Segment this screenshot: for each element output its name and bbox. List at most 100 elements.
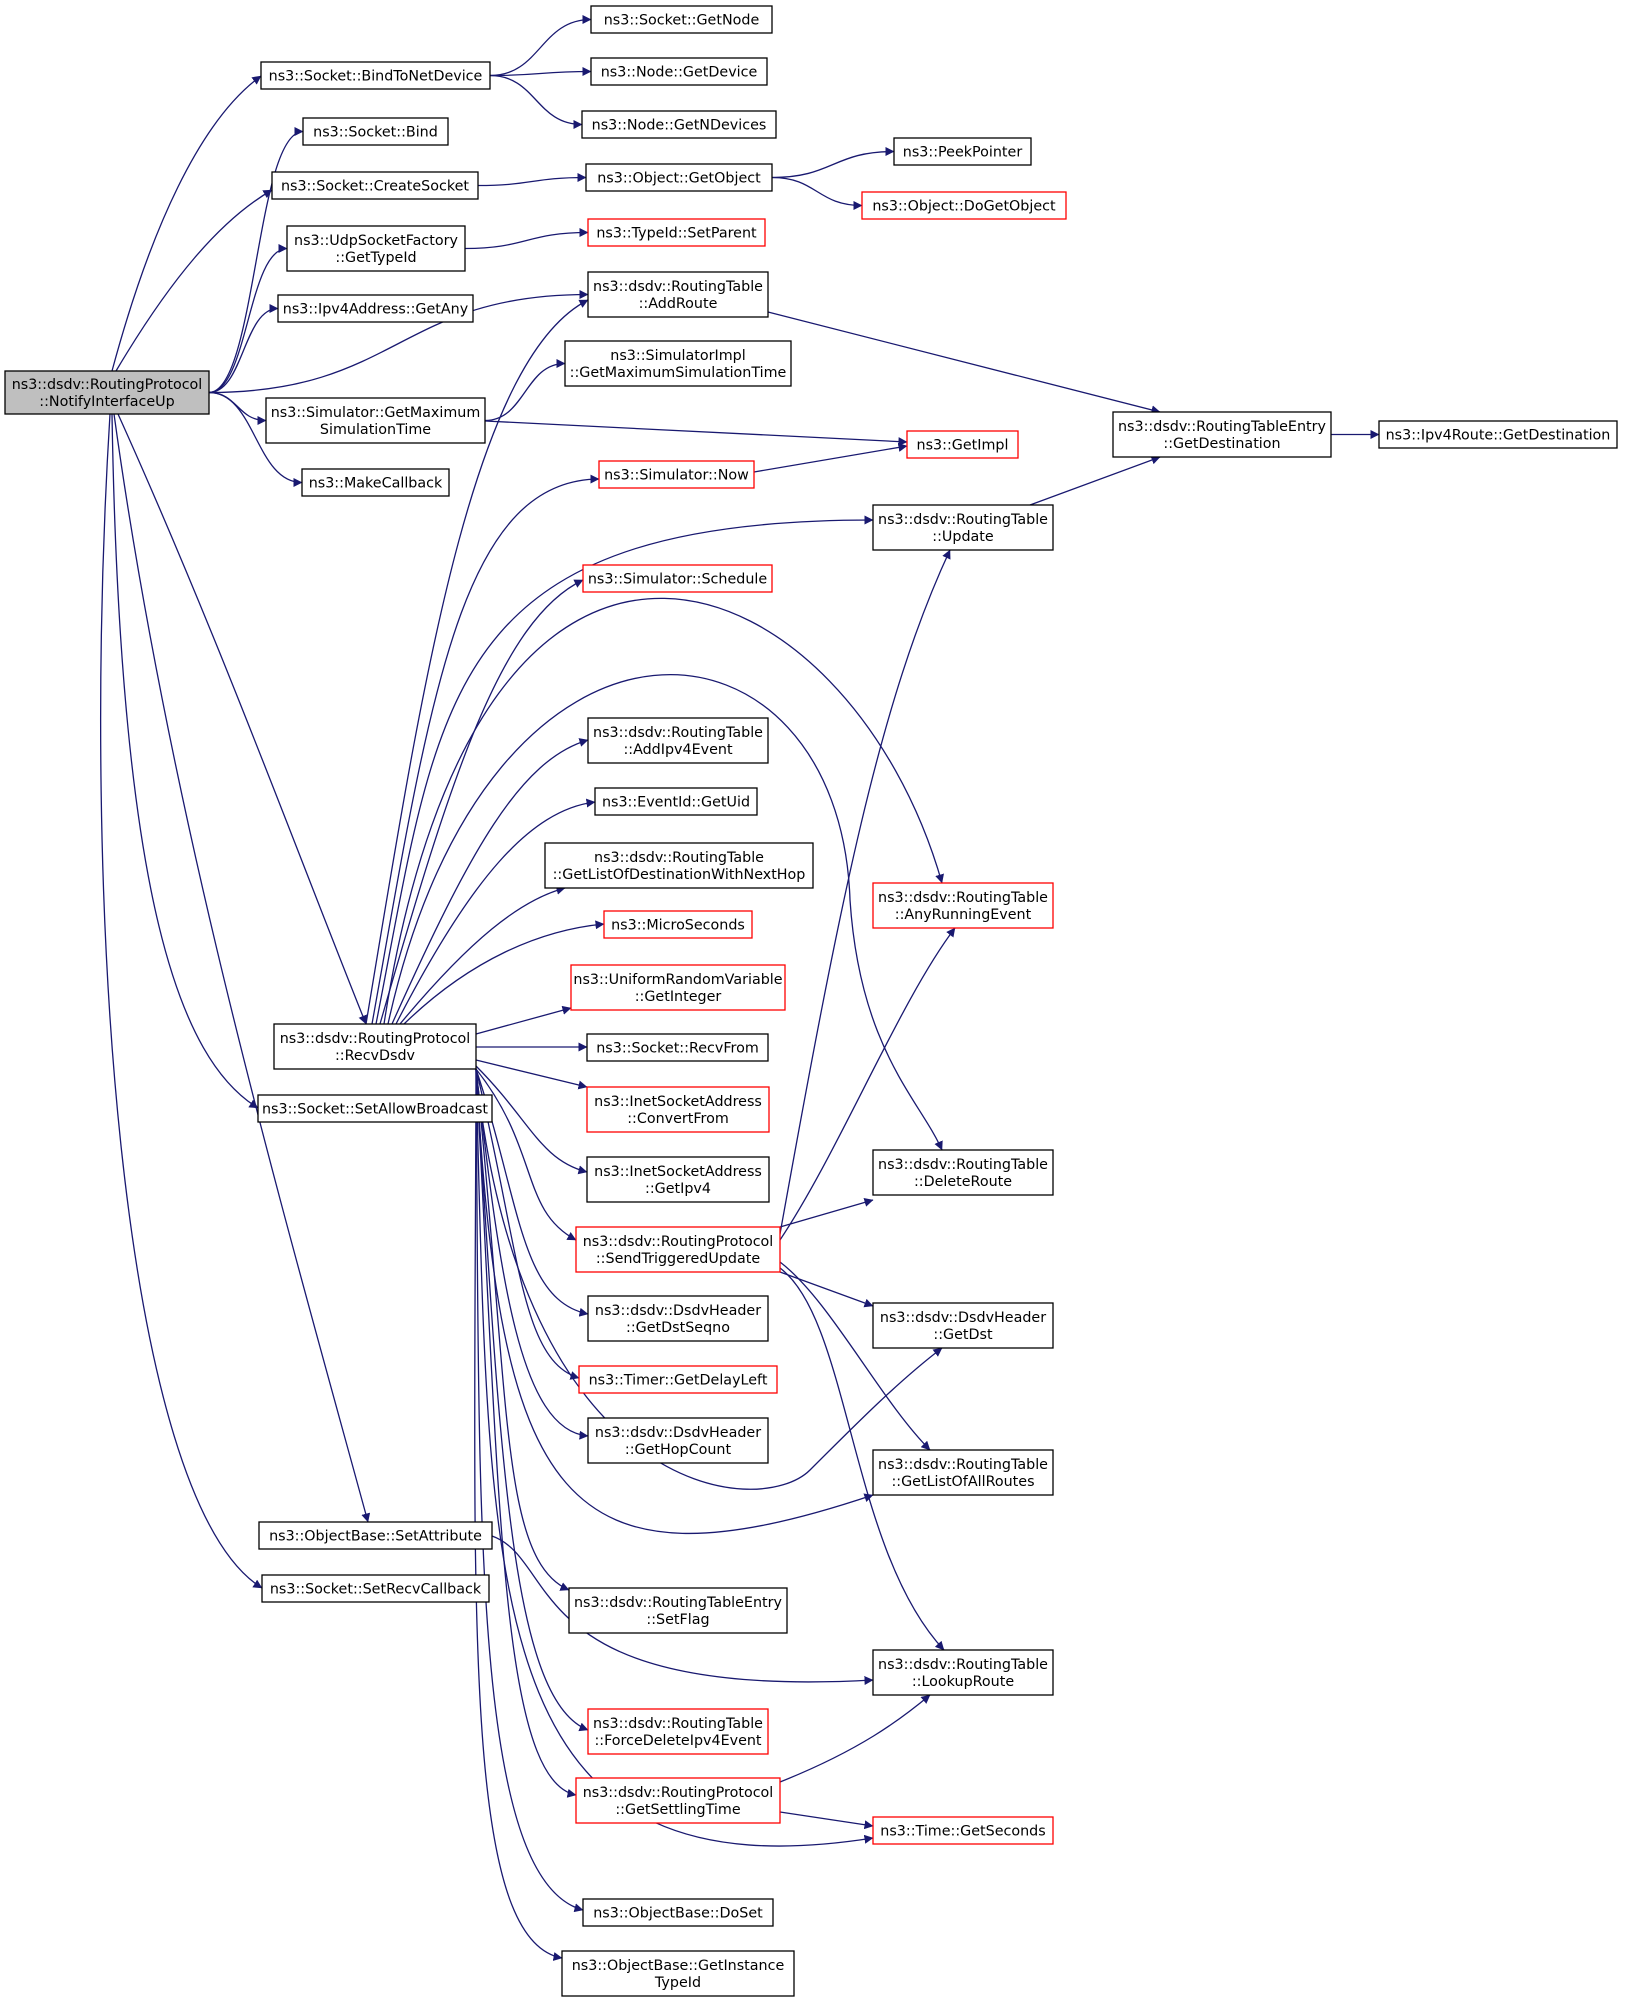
edges-layer [100,15,1380,1961]
node-box [575,1777,781,1824]
edge-recv_dsdv-to-rt_update [375,515,874,1025]
node-label: TypeId [654,1975,701,1991]
node-urv_get_integer[interactable]: ns3::UniformRandomVariable::GetInteger [570,964,786,1011]
node-rt_add_ipv4_event[interactable]: ns3::dsdv::RoutingTable::AddIpv4Event [587,717,769,764]
node-inet_convert_from[interactable]: ns3::InetSocketAddress::ConvertFrom [586,1086,770,1133]
node-make_callback[interactable]: ns3::MakeCallback [301,468,450,497]
node-label: ns3::Socket::SetAllowBroadcast [262,1102,488,1118]
node-dsdvh_get_dst[interactable]: ns3::dsdv::DsdvHeader::GetDst [872,1302,1054,1349]
node-micro_seconds[interactable]: ns3::MicroSeconds [603,910,753,939]
node-socket_get_node[interactable]: ns3::Socket::GetNode [590,5,773,34]
node-box [575,1226,781,1273]
node-label: ::AnyRunningEvent [895,907,1032,923]
node-label: ns3::MicroSeconds [611,918,745,934]
node-time_get_seconds[interactable]: ns3::Time::GetSeconds [872,1816,1054,1845]
node-create_socket[interactable]: ns3::Socket::CreateSocket [271,171,479,200]
node-box [561,1950,795,1997]
node-get_object[interactable]: ns3::Object::GetObject [585,163,773,192]
node-rt_force_delete[interactable]: ns3::dsdv::RoutingTable::ForceDeleteIpv4… [587,1708,769,1755]
node-label: ns3::Socket::RecvFrom [596,1041,759,1057]
node-get_settling_time[interactable]: ns3::dsdv::RoutingProtocol::GetSettlingT… [575,1777,781,1824]
node-label: ::SetFlag [646,1612,709,1628]
node-socket_bind[interactable]: ns3::Socket::Bind [302,117,449,146]
node-box [265,397,486,444]
edge-recv_dsdv-to-timer_get_delay_left [475,1068,580,1380]
node-node_get_device[interactable]: ns3::Node::GetDevice [590,57,768,86]
node-simimpl_max_time[interactable]: ns3::SimulatorImpl::GetMaximumSimulation… [564,340,792,387]
node-get_impl[interactable]: ns3::GetImpl [906,430,1019,459]
node-set_parent[interactable]: ns3::TypeId::SetParent [587,218,766,247]
node-peek_pointer[interactable]: ns3::PeekPointer [893,137,1032,166]
node-label: ::GetTypeId [335,250,416,266]
node-ob_do_set[interactable]: ns3::ObjectBase::DoSet [582,1898,774,1927]
edge-recv_dsdv-to-inet_convert_from [475,1059,588,1090]
node-label: ns3::dsdv::RoutingTableEntry [574,1595,783,1611]
node-rt_lookup_route[interactable]: ns3::dsdv::RoutingTable::LookupRoute [872,1649,1054,1696]
node-label: ns3::Simulator::Now [604,468,749,484]
node-send_triggered_update[interactable]: ns3::dsdv::RoutingProtocol::SendTriggere… [575,1226,781,1273]
node-label: ::AddIpv4Event [623,742,733,758]
node-ipv4_get_any[interactable]: ns3::Ipv4Address::GetAny [277,294,474,323]
node-ob_set_attribute[interactable]: ns3::ObjectBase::SetAttribute [258,1521,493,1550]
node-rt_get_list_next_hop[interactable]: ns3::dsdv::RoutingTable::GetListOfDestin… [544,842,814,889]
node-rt_any_running_event[interactable]: ns3::dsdv::RoutingTable::AnyRunningEvent [872,882,1054,929]
node-dsdvh_get_dst_seqno[interactable]: ns3::dsdv::DsdvHeader::GetDstSeqno [587,1295,769,1342]
edge-root-to-recv_dsdv [117,413,367,1025]
node-udp_get_type_id[interactable]: ns3::UdpSocketFactory::GetTypeId [286,225,466,272]
node-set_recv_callback[interactable]: ns3::Socket::SetRecvCallback [261,1574,490,1603]
node-box [587,1417,769,1464]
node-label: ::GetListOfAllRoutes [891,1474,1034,1490]
node-label: ns3::dsdv::RoutingProtocol [12,377,203,393]
node-rt_update[interactable]: ns3::dsdv::RoutingTable::Update [872,504,1054,551]
node-root[interactable]: ns3::dsdv::RoutingProtocol::NotifyInterf… [4,370,210,415]
node-box [598,460,755,489]
edge-rt_add_route-to-rte_get_destination [767,311,1161,415]
node-box [872,1149,1054,1196]
node-box [261,1574,490,1603]
node-rt_delete_route[interactable]: ns3::dsdv::RoutingTable::DeleteRoute [872,1149,1054,1196]
edge-recv_dsdv-to-rt_get_list_next_hop [399,885,566,1025]
node-box [1112,411,1332,458]
node-do_get_object[interactable]: ns3::Object::DoGetObject [861,191,1067,220]
node-bind_to_net_device[interactable]: ns3::Socket::BindToNetDevice [260,61,491,90]
node-sim_max_time[interactable]: ns3::Simulator::GetMaximumSimulationTime [265,397,486,444]
edge-recv_dsdv-to-sim_schedule [379,579,584,1025]
node-dsdvh_get_hop_count[interactable]: ns3::dsdv::DsdvHeader::GetHopCount [587,1417,769,1464]
node-label: ns3::dsdv::DsdvHeader [595,1303,761,1319]
node-label: ns3::Socket::BindToNetDevice [269,69,483,85]
node-label: ns3::SimulatorImpl [610,348,745,364]
node-inet_get_ipv4[interactable]: ns3::InetSocketAddress::GetIpv4 [586,1156,770,1203]
node-sim_schedule[interactable]: ns3::Simulator::Schedule [582,564,773,593]
node-box [1378,420,1618,449]
edge-recv_dsdv-to-sim_now [371,474,600,1025]
edge-get_object-to-peek_pointer [771,147,895,179]
edge-recv_dsdv-to-urv_get_integer [475,1005,572,1035]
node-set_allow_broadcast[interactable]: ns3::Socket::SetAllowBroadcast [257,1094,493,1123]
edge-send_triggered_update-to-rt_lookup_route [779,1267,945,1651]
node-label: ns3::dsdv::RoutingTable [878,512,1048,528]
node-label: ns3::Ipv4Address::GetAny [283,302,469,318]
node-box [587,717,769,764]
node-rte_set_flag[interactable]: ns3::dsdv::RoutingTableEntry::SetFlag [568,1587,788,1634]
edge-get_settling_time-to-time_get_seconds [779,1811,874,1830]
node-sim_now[interactable]: ns3::Simulator::Now [598,460,755,489]
edge-root-to-rt_add_route [208,290,589,394]
node-ipv4route_get_destination[interactable]: ns3::Ipv4Route::GetDestination [1378,420,1618,449]
node-label: ns3::UdpSocketFactory [294,233,458,249]
node-rt_add_route[interactable]: ns3::dsdv::RoutingTable::AddRoute [587,271,769,318]
node-label: ns3::dsdv::RoutingTable [878,890,1048,906]
node-rt_get_list_all_routes[interactable]: ns3::dsdv::RoutingTable::GetListOfAllRou… [872,1449,1054,1496]
node-socket_recv_from[interactable]: ns3::Socket::RecvFrom [586,1033,769,1062]
node-timer_get_delay_left[interactable]: ns3::Timer::GetDelayLeft [578,1365,778,1394]
edge-recv_dsdv-to-rt_get_list_all_routes [475,1068,874,1535]
node-node_get_n_devices[interactable]: ns3::Node::GetNDevices [581,110,777,139]
node-rte_get_destination[interactable]: ns3::dsdv::RoutingTableEntry::GetDestina… [1112,411,1332,458]
edge-recv_dsdv-to-ob_get_instance_type_id [474,1068,563,1961]
node-recv_dsdv[interactable]: ns3::dsdv::RoutingProtocol::RecvDsdv [273,1023,477,1070]
node-label: ns3::Socket::Bind [313,125,438,141]
nodes-layer: ns3::dsdv::RoutingProtocol::NotifyInterf… [4,5,1618,1997]
node-event_get_uid[interactable]: ns3::EventId::GetUid [594,787,758,816]
edge-sim_max_time-to-get_impl [484,420,908,447]
edge-recv_dsdv-to-rt_force_delete [475,1068,589,1732]
